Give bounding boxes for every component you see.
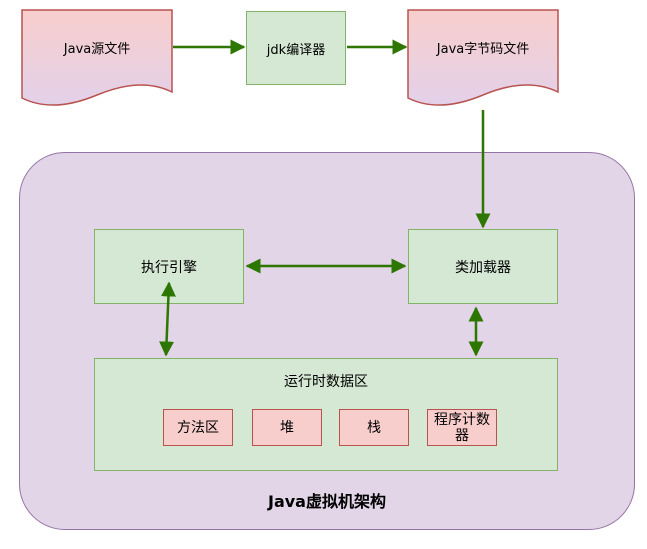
class-loader-box: 类加载器: [408, 229, 558, 304]
heap-label: 堆: [280, 419, 294, 436]
program-counter-box: 程序计数器: [427, 409, 497, 446]
runtime-data-area-title: 运行时数据区: [284, 374, 368, 390]
bytecode-file-shape: [407, 9, 559, 106]
execution-engine-label: 执行引擎: [141, 259, 197, 276]
jvm-title: Java虚拟机架构: [268, 492, 386, 511]
jdk-compiler-label: jdk编译器: [266, 42, 326, 58]
java-bytecode-file-label: Java字节码文件: [436, 42, 530, 57]
java-bytecode-file: Java字节码文件: [408, 10, 558, 100]
stack-label: 栈: [367, 419, 381, 436]
heap-box: 堆: [252, 409, 322, 446]
method-area-box: 方法区: [163, 409, 233, 446]
java-source-file: Java源文件: [22, 10, 172, 100]
program-counter-label: 程序计数器: [434, 411, 490, 444]
java-source-file-label: Java源文件: [63, 42, 131, 57]
class-loader-label: 类加载器: [455, 259, 511, 276]
method-area-label: 方法区: [177, 419, 219, 436]
jdk-compiler-box: jdk编译器: [246, 11, 346, 85]
stack-box: 栈: [339, 409, 409, 446]
java-source-file-shape: [21, 9, 173, 106]
arrow-engine-runtime-area: [159, 281, 176, 357]
